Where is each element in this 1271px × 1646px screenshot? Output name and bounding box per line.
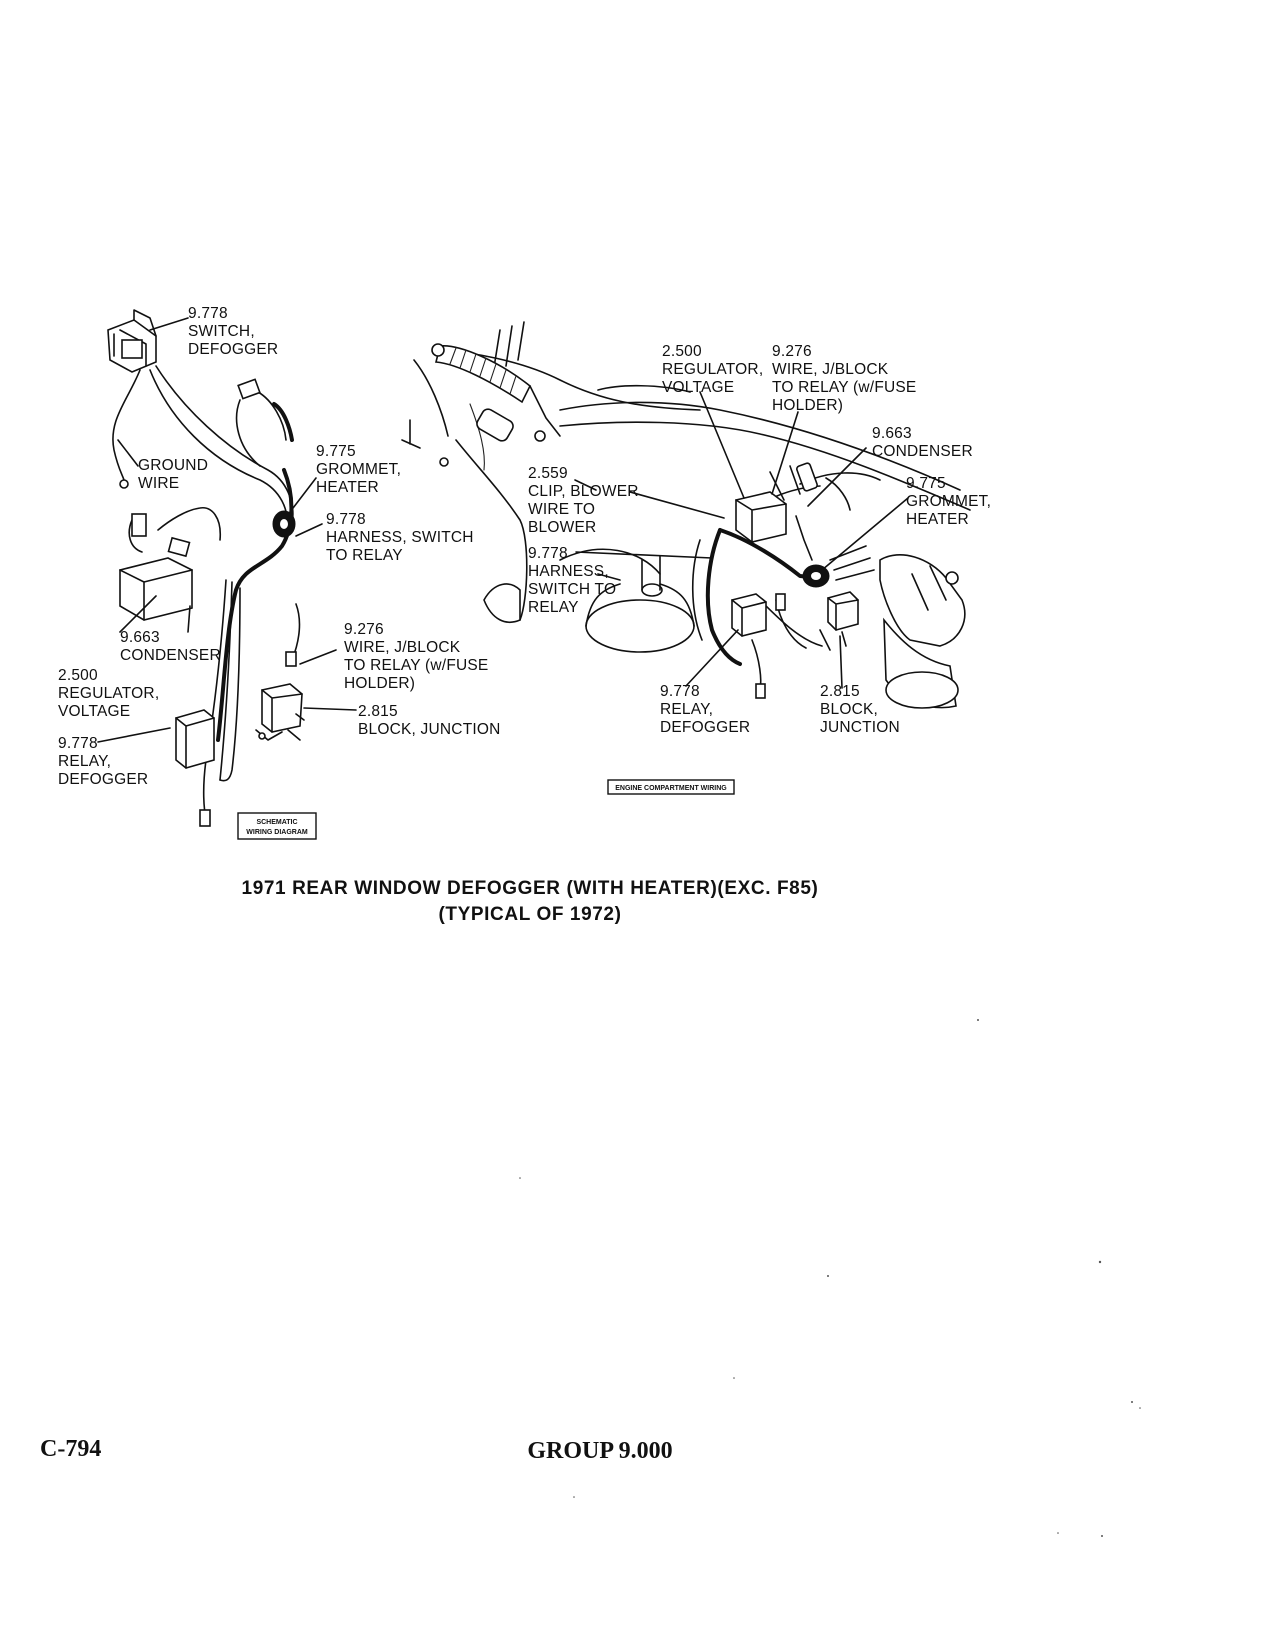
page-footer: C-794 GROUP 9.000	[40, 1436, 673, 1464]
svg-text:WIRING DIAGRAM: WIRING DIAGRAM	[246, 829, 308, 836]
schematic-label-switch: 9.778 SWITCH, DEFOGGER	[188, 305, 278, 358]
schematic-wiring-diagram: SCHEMATIC WIRING DIAGRAM 9.778 SWITCH, D…	[58, 305, 501, 840]
ground-wire-drawing	[112, 369, 141, 489]
engine-relay-drawing	[731, 593, 767, 637]
relay-defogger-drawing	[175, 709, 215, 827]
group-number: GROUP 9.000	[527, 1438, 672, 1464]
schematic-label-junction: 2.815 BLOCK, JUNCTION	[358, 703, 501, 738]
condenser-drawing	[119, 507, 222, 621]
engine-fuse-holder-drawing	[775, 593, 807, 649]
engine-label-clip-blower: 2.559 CLIP, BLOWER WIRE TO BLOWER	[528, 465, 643, 536]
engine-label-wire-jblock: 9.276 WIRE, J/BLOCK TO RELAY (w/FUSE HOL…	[772, 343, 921, 414]
schematic-grommet-drawing	[272, 510, 296, 538]
engine-regulator-drawing	[735, 491, 787, 543]
engine-compartment-wiring: ENGINE COMPARTMENT WIRING 2.500 REGULATO…	[401, 321, 996, 795]
brake-booster-drawing	[483, 555, 695, 653]
engine-grommet-drawing	[802, 545, 875, 588]
engine-junction-drawing	[819, 591, 859, 651]
schematic-label-grommet: 9.775 GROMMET, HEATER	[316, 443, 406, 496]
caption-line-2: (TYPICAL OF 1972)	[439, 904, 622, 925]
schematic-leader-lines	[97, 317, 357, 743]
figure-caption: 1971 REAR WINDOW DEFOGGER (WITH HEATER)(…	[242, 878, 819, 925]
svg-text:SCHEMATIC: SCHEMATIC	[256, 819, 297, 826]
engine-label-relay: 9.778 RELAY, DEFOGGER	[660, 683, 750, 736]
blower-motor-drawing	[879, 554, 966, 709]
engine-leader-lines	[574, 391, 909, 689]
engine-harness-drawing	[691, 465, 881, 699]
schematic-label-condenser: 9.663 CONDENSER	[120, 629, 221, 664]
engine-label-condenser: 9.663 CONDENSER	[872, 425, 973, 460]
engine-badge: ENGINE COMPARTMENT WIRING	[607, 779, 735, 795]
engine-body-drawing	[401, 321, 971, 709]
engine-label-regulator: 2.500 REGULATOR, VOLTAGE	[662, 343, 768, 396]
engine-condenser-drawing	[795, 462, 818, 561]
schematic-label-regulator: 2.500 REGULATOR, VOLTAGE	[58, 667, 164, 720]
caption-line-1: 1971 REAR WINDOW DEFOGGER (WITH HEATER)(…	[242, 878, 819, 899]
defogger-switch-drawing	[107, 309, 157, 373]
page-number: C-794	[40, 1436, 101, 1462]
schematic-badge: SCHEMATIC WIRING DIAGRAM	[237, 812, 317, 840]
schematic-label-relay: 9.778 RELAY, DEFOGGER	[58, 735, 148, 788]
hood-spring-drawing	[431, 343, 561, 467]
junction-block-drawing	[255, 603, 305, 741]
schematic-label-harness: 9.778 HARNESS, SWITCH TO RELAY	[326, 511, 478, 564]
engine-label-grommet: 9.775 GROMMET, HEATER	[906, 475, 996, 528]
engine-label-junction: 2.815 BLOCK, JUNCTION	[820, 683, 900, 736]
scan-specks	[519, 1019, 1141, 1537]
svg-text:ENGINE COMPARTMENT WIRING: ENGINE COMPARTMENT WIRING	[615, 785, 727, 792]
schematic-label-wire-jblock: 9.276 WIRE, J/BLOCK TO RELAY (w/FUSE HOL…	[344, 621, 493, 692]
schematic-label-ground-wire: GROUND WIRE	[138, 457, 213, 492]
engine-label-harness: 9.778 HARNESS, SWITCH TO RELAY	[528, 545, 621, 616]
